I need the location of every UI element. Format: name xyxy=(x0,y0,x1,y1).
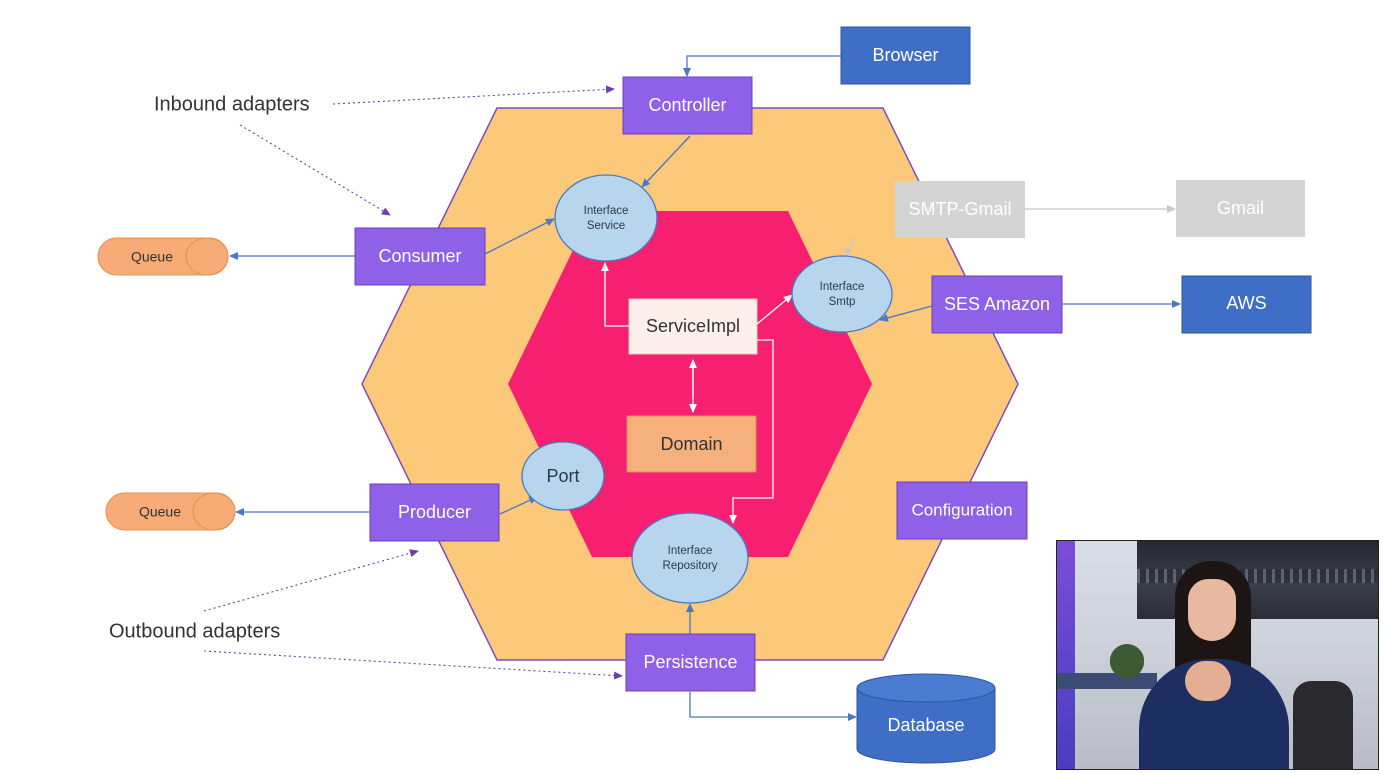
queue-bottom-label: Queue xyxy=(139,504,181,520)
interface-service-line2: Service xyxy=(587,220,625,232)
persistence-label: Persistence xyxy=(643,652,737,672)
interface-service-node: Interface Service xyxy=(554,174,658,262)
queue-top-node: Queue xyxy=(97,237,229,276)
smtp-gmail-node: SMTP-Gmail xyxy=(895,181,1025,238)
configuration-node: Configuration xyxy=(896,481,1028,540)
persistence-node: Persistence xyxy=(625,633,756,692)
controller-node: Controller xyxy=(622,76,753,135)
producer-node: Producer xyxy=(369,483,500,542)
connectors xyxy=(203,55,1181,721)
database-node: Database xyxy=(856,673,996,764)
outbound-adapters-annotation: Outbound adapters xyxy=(109,620,280,642)
aws-node: AWS xyxy=(1181,275,1312,334)
gmail-node: Gmail xyxy=(1176,180,1305,237)
ses-amazon-node: SES Amazon xyxy=(931,275,1063,334)
presenter-webcam-video xyxy=(1056,540,1379,770)
presenter-hand xyxy=(1185,661,1231,701)
queue-top-label: Queue xyxy=(131,249,173,265)
controller-label: Controller xyxy=(648,95,726,115)
consumer-node: Consumer xyxy=(354,227,486,286)
domain-node: Domain xyxy=(626,415,757,473)
interface-repository-line2: Repository xyxy=(663,560,718,572)
consumer-label: Consumer xyxy=(378,246,461,266)
producer-label: Producer xyxy=(398,502,471,522)
configuration-label: Configuration xyxy=(911,500,1012,519)
city-skyline-artwork xyxy=(1137,541,1378,619)
inbound-adapters-annotation: Inbound adapters xyxy=(154,93,310,115)
service-impl-node: ServiceImpl xyxy=(628,298,758,355)
interface-smtp-line2: Smtp xyxy=(829,296,856,308)
port-label: Port xyxy=(546,466,579,486)
browser-label: Browser xyxy=(872,45,938,65)
smtp-gmail-label: SMTP-Gmail xyxy=(909,199,1012,219)
gmail-label: Gmail xyxy=(1217,198,1264,218)
database-label: Database xyxy=(887,715,964,735)
service-impl-label: ServiceImpl xyxy=(646,316,740,336)
presenter-face xyxy=(1188,579,1236,641)
neon-light xyxy=(1057,541,1075,769)
office-chair xyxy=(1293,681,1353,769)
interface-smtp-node: Interface Smtp xyxy=(791,255,893,333)
aws-label: AWS xyxy=(1226,293,1266,313)
interface-smtp-line1: Interface xyxy=(820,281,865,293)
interface-repository-node: Interface Repository xyxy=(631,512,749,604)
interface-repository-line1: Interface xyxy=(668,545,713,557)
queue-bottom-node: Queue xyxy=(105,492,236,531)
domain-label: Domain xyxy=(660,434,722,454)
interface-service-line1: Interface xyxy=(584,205,629,217)
plant-decoration xyxy=(1099,636,1155,678)
port-node: Port xyxy=(521,441,605,511)
browser-node: Browser xyxy=(840,26,971,85)
ses-amazon-label: SES Amazon xyxy=(944,294,1050,314)
